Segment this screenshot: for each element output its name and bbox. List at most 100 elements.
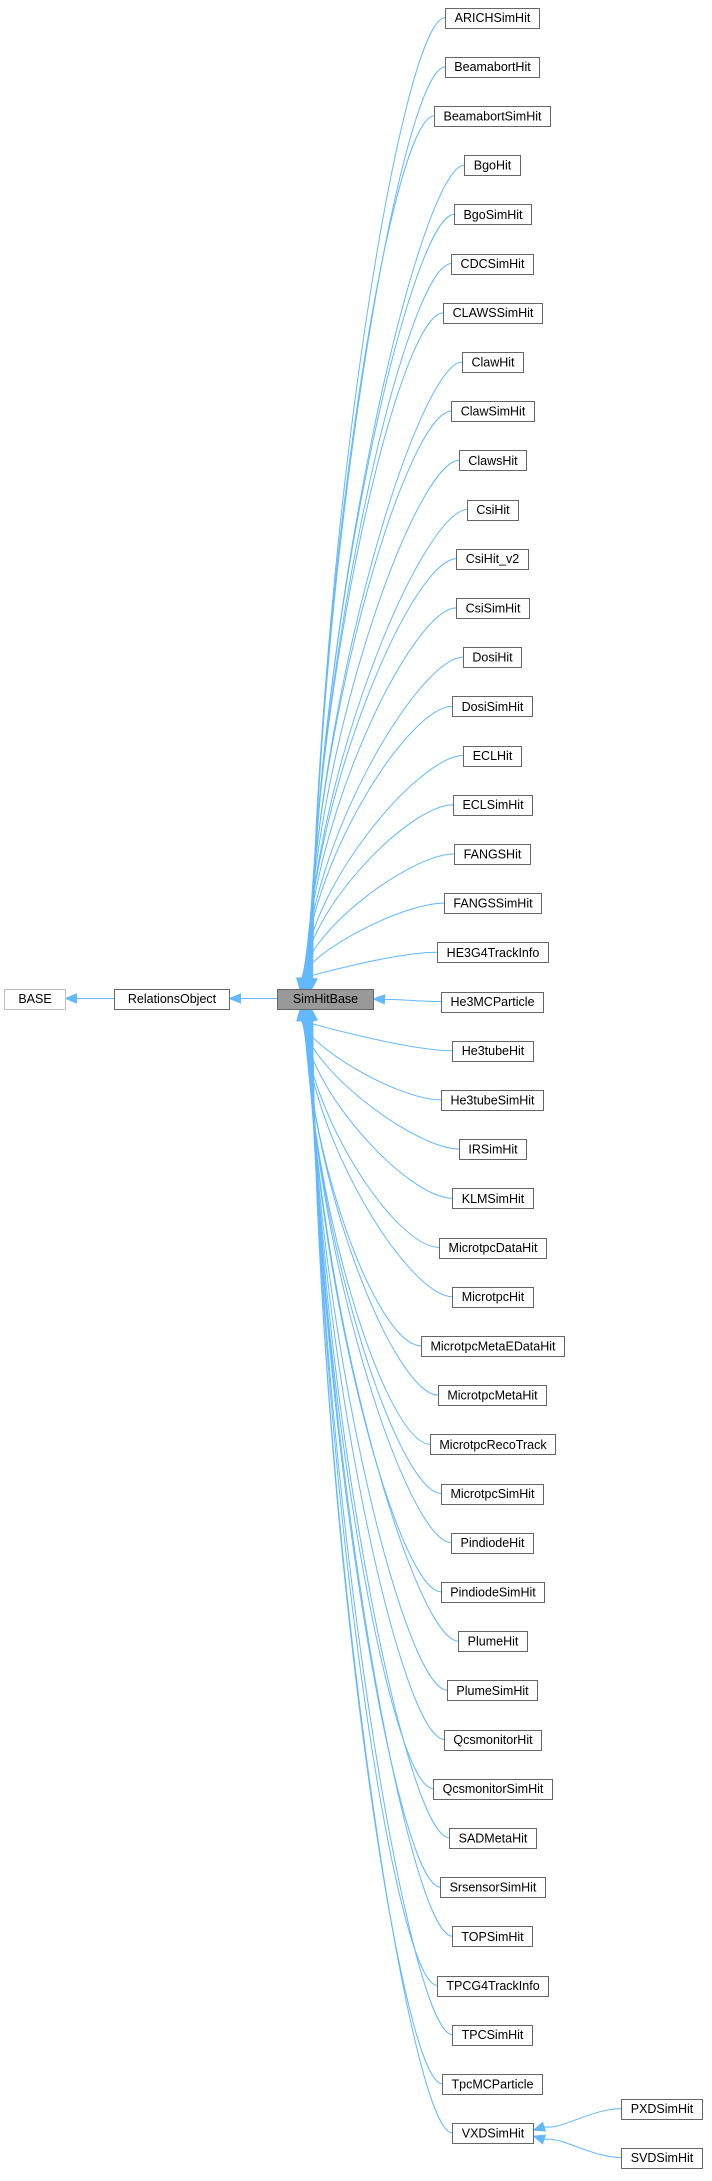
class-node-clawssim-hit[interactable]: CLAWSSimHit	[443, 303, 543, 324]
edge-arichsim-hit-to-simhitbase	[312, 17, 446, 979]
class-node-microtpc-data-hit[interactable]: MicrotpcDataHit	[439, 1238, 547, 1259]
class-node-claw-sim-hit[interactable]: ClawSimHit	[451, 401, 535, 422]
class-node-tpc-mcparticle[interactable]: TpcMCParticle	[442, 2074, 543, 2095]
class-node-label: BgoHit	[474, 159, 512, 173]
class-node-box	[452, 696, 533, 717]
class-node-klmsim-hit[interactable]: KLMSimHit	[452, 1188, 534, 1209]
class-node-csi-sim-hit[interactable]: CsiSimHit	[456, 598, 530, 619]
class-node-he3tube-sim-hit[interactable]: He3tubeSimHit	[441, 1090, 544, 1111]
class-node-label: MicrotpcDataHit	[449, 1241, 538, 1255]
class-node-box	[451, 254, 534, 275]
class-node-qcsmonitor-sim-hit[interactable]: QcsmonitorSimHit	[433, 1779, 553, 1800]
class-node-box	[467, 500, 519, 521]
class-node-vxdsim-hit[interactable]: VXDSimHit	[452, 2123, 534, 2144]
class-node-topsim-hit[interactable]: TOPSimHit	[452, 1926, 533, 1947]
class-node-box	[452, 1188, 534, 1209]
class-node-label: CsiSimHit	[466, 601, 521, 615]
class-node-label: TOPSimHit	[461, 1930, 524, 1944]
class-node-box	[421, 1336, 565, 1357]
class-node-box	[452, 1287, 534, 1308]
class-node-box	[462, 352, 524, 373]
edge-csi-sim-hit-to-simhitbase	[304, 607, 457, 979]
class-node-pindiode-hit[interactable]: PindiodeHit	[451, 1533, 534, 1554]
edge-tpcg4-track-info-to-simhitbase	[312, 1020, 438, 1986]
class-node-box	[621, 2099, 703, 2120]
class-node-label: SrsensorSimHit	[450, 1881, 537, 1895]
class-node-box	[437, 942, 549, 963]
class-node-label: BgoSimHit	[463, 208, 523, 222]
class-node-box	[452, 2123, 534, 2144]
class-node-qcsmonitor-hit[interactable]: QcsmonitorHit	[444, 1730, 542, 1751]
class-node-srsensor-sim-hit[interactable]: SrsensorSimHit	[440, 1877, 546, 1898]
inherit-arrow-svdsim-hit	[532, 2134, 547, 2145]
class-node-box	[277, 989, 374, 1010]
class-node-sadmeta-hit[interactable]: SADMetaHit	[449, 1828, 537, 1849]
class-node-tpcg4-track-info[interactable]: TPCG4TrackInfo	[437, 1976, 549, 1997]
class-node-label: RelationsObject	[128, 992, 217, 1006]
class-node-label: VXDSimHit	[462, 2127, 525, 2141]
class-node-irsim-hit[interactable]: IRSimHit	[459, 1139, 527, 1160]
edge-beamabort-hit-to-simhitbase	[311, 66, 446, 979]
class-node-dosi-hit[interactable]: DosiHit	[463, 647, 522, 668]
class-node-svdsim-hit[interactable]: SVDSimHit	[621, 2148, 703, 2169]
edge-fangshit-to-simhitbase	[301, 853, 455, 979]
class-node-label: ARICHSimHit	[455, 11, 531, 25]
class-node-box	[440, 1877, 546, 1898]
class-node-sim-hit-base: SimHitBase	[277, 989, 374, 1010]
class-node-claw-hit[interactable]: ClawHit	[462, 352, 524, 373]
class-node-pindiode-sim-hit[interactable]: PindiodeSimHit	[441, 1582, 545, 1603]
inherit-arrow-simhitbase-to-relations	[228, 993, 241, 1004]
class-node-he3-g4-track-info[interactable]: HE3G4TrackInfo	[437, 942, 549, 963]
class-node-he3-mcparticle[interactable]: He3MCParticle	[441, 992, 544, 1013]
class-node-box	[452, 1041, 534, 1062]
class-node-plume-hit[interactable]: PlumeHit	[458, 1631, 528, 1652]
edge-fangssim-hit-to-simhitbase	[301, 902, 445, 979]
class-node-box	[464, 155, 521, 176]
class-node-label: ClawsHit	[468, 454, 518, 468]
class-node-label: DosiHit	[472, 651, 513, 665]
class-node-fangshit[interactable]: FANGSHit	[454, 844, 531, 865]
class-node-eclsim-hit[interactable]: ECLSimHit	[453, 795, 533, 816]
class-node-plume-sim-hit[interactable]: PlumeSimHit	[447, 1680, 538, 1701]
class-node-microtpc-meta-edata-hit[interactable]: MicrotpcMetaEDataHit	[421, 1336, 565, 1357]
class-node-box	[447, 1680, 538, 1701]
class-node-tpcsim-hit[interactable]: TPCSimHit	[452, 2025, 533, 2046]
class-node-cdcsim-hit[interactable]: CDCSimHit	[451, 254, 534, 275]
class-node-fangssim-hit[interactable]: FANGSSimHit	[444, 893, 542, 914]
class-node-box	[445, 8, 540, 29]
class-node-label: CsiHit_v2	[466, 552, 520, 566]
class-node-box	[444, 893, 542, 914]
class-node-label: MicrotpcMetaHit	[447, 1389, 538, 1403]
class-node-label: TPCG4TrackInfo	[446, 1979, 539, 1993]
class-node-beamabort-hit[interactable]: BeamabortHit	[445, 57, 540, 78]
class-node-box	[621, 2148, 703, 2169]
class-node-he3tube-hit[interactable]: He3tubeHit	[452, 1041, 534, 1062]
class-node-microtpc-reco-track[interactable]: MicrotpcRecoTrack	[430, 1434, 556, 1455]
class-node-microtpc-meta-hit[interactable]: MicrotpcMetaHit	[438, 1385, 547, 1406]
class-node-bgo-hit[interactable]: BgoHit	[464, 155, 521, 176]
edge-vxdsim-hit-to-simhitbase	[312, 1020, 453, 2134]
class-node-microtpc-hit[interactable]: MicrotpcHit	[452, 1287, 534, 1308]
class-node-arichsim-hit[interactable]: ARICHSimHit	[445, 8, 540, 29]
class-node-box	[439, 1238, 547, 1259]
class-node-label: TPCSimHit	[462, 2028, 524, 2042]
class-node-csi-hit-v2[interactable]: CsiHit_v2	[456, 549, 529, 570]
class-node-microtpc-sim-hit[interactable]: MicrotpcSimHit	[441, 1484, 544, 1505]
class-node-box	[441, 992, 544, 1013]
class-node-dosi-sim-hit[interactable]: DosiSimHit	[452, 696, 533, 717]
class-node-base[interactable]: BASE	[4, 989, 66, 1010]
class-node-box	[443, 303, 543, 324]
class-node-relations-object[interactable]: RelationsObject	[114, 989, 230, 1010]
class-node-beamabort-sim-hit[interactable]: BeamabortSimHit	[434, 106, 551, 127]
class-node-label: BeamabortSimHit	[444, 109, 542, 123]
class-node-box	[449, 1828, 537, 1849]
class-node-csi-hit[interactable]: CsiHit	[467, 500, 519, 521]
class-node-eclhit[interactable]: ECLHit	[463, 746, 522, 767]
class-node-label: ClawHit	[471, 355, 515, 369]
class-node-bgo-sim-hit[interactable]: BgoSimHit	[454, 204, 532, 225]
edges-layer	[64, 17, 622, 2159]
class-node-pxdsim-hit[interactable]: PXDSimHit	[621, 2099, 703, 2120]
edge-bgo-hit-to-simhitbase	[310, 164, 465, 979]
class-node-claws-hit[interactable]: ClawsHit	[459, 450, 527, 471]
